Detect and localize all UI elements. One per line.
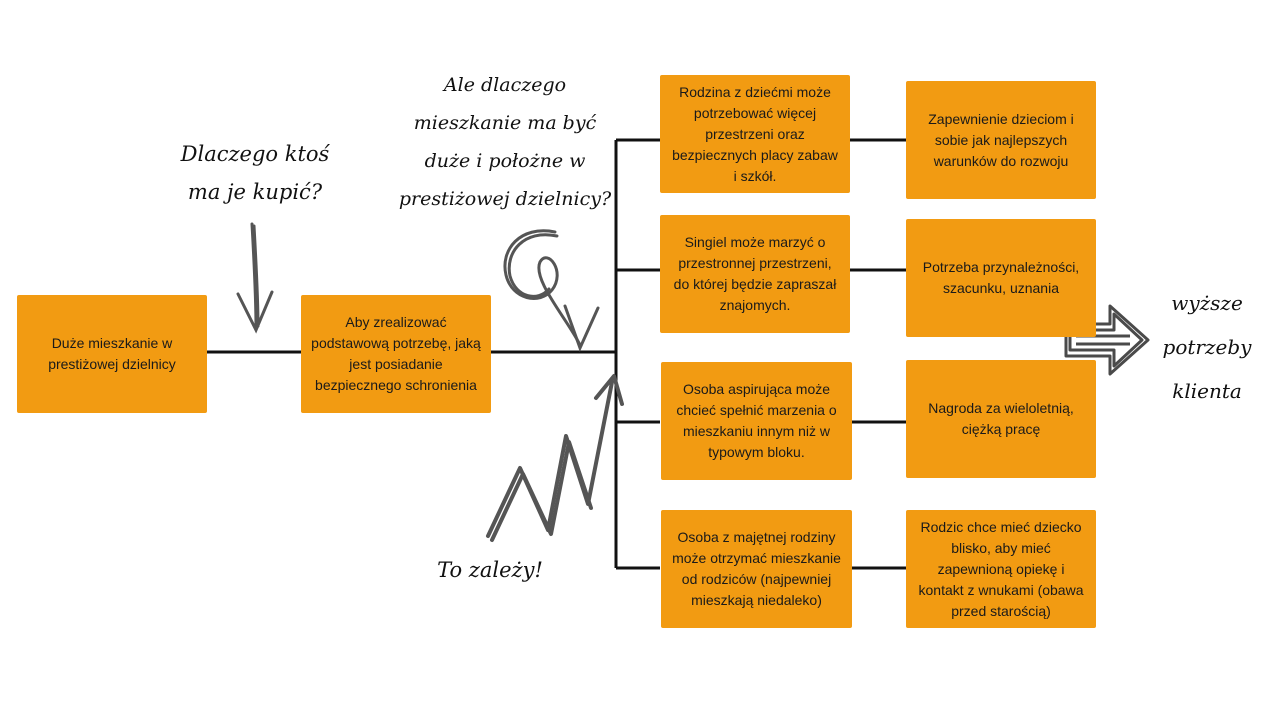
branch-situation-3: Osoba aspirująca może chcieć spełnić mar… bbox=[661, 362, 852, 480]
root-label: Duże mieszkanie w prestiżowej dzielnicy bbox=[48, 335, 176, 372]
root-box: Duże mieszkanie w prestiżowej dzielnicy bbox=[17, 295, 207, 413]
down-arrow-icon bbox=[236, 222, 274, 334]
basic-need-label: Aby zrealizować podstawową potrzebę, jak… bbox=[311, 314, 481, 393]
question-1: Dlaczego ktoś ma je kupić? bbox=[180, 142, 330, 204]
branch-need-4: Rodzic chce mieć dziecko blisko, aby mie… bbox=[906, 510, 1096, 628]
branch-situation-4: Osoba z majętnej rodziny może otrzymać m… bbox=[661, 510, 852, 628]
branch-need-3: Nagroda za wieloletnią, ciężką pracę bbox=[906, 360, 1096, 478]
higher-needs-label: wyższe potrzeby klienta bbox=[1162, 291, 1252, 403]
basic-need-box: Aby zrealizować podstawową potrzebę, jak… bbox=[301, 295, 491, 413]
question-2: Ale dlaczego mieszkanie ma być duże i po… bbox=[398, 74, 612, 210]
branch-situation-1: Rodzina z dziećmi może potrzebować więce… bbox=[660, 75, 850, 193]
zigzag-arrow-icon bbox=[486, 374, 624, 542]
branch-situation-2: Singiel może marzyć o przestronnej przes… bbox=[660, 215, 850, 333]
branch-need-1: Zapewnienie dzieciom i sobie jak najleps… bbox=[906, 81, 1096, 199]
depends-label: To zależy! bbox=[437, 558, 543, 582]
curly-arrow-icon bbox=[503, 229, 600, 353]
branch-need-2: Potrzeba przynależności, szacunku, uznan… bbox=[906, 219, 1096, 337]
